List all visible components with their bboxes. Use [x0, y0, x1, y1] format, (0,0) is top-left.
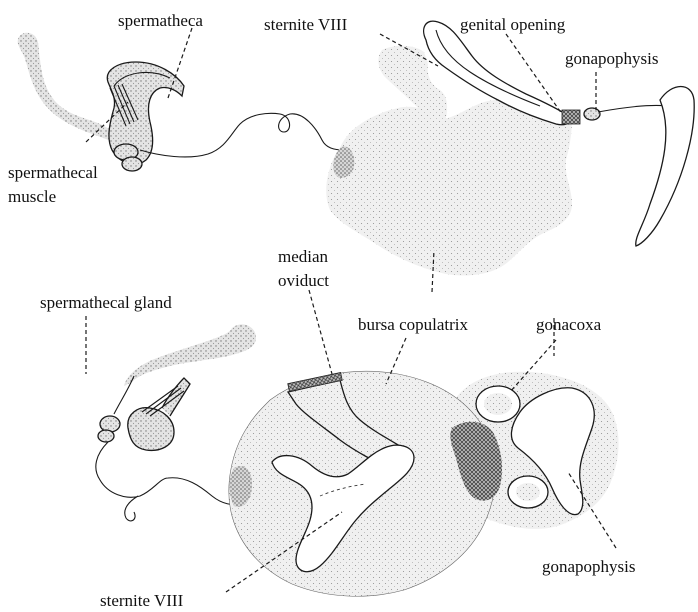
bottom-figure [96, 324, 619, 596]
label-spermathecal-muscle-line1: spermathecal [8, 163, 98, 182]
label-sternite-viii-top: sternite VIII [264, 15, 348, 34]
gonapophysis-top-stalk [598, 105, 668, 112]
label-gonapophysis-top: gonapophysis [565, 49, 659, 68]
spermathecal-duct-bottom [96, 442, 244, 521]
gonapophysis-top-blade [636, 87, 694, 247]
spermathecal-duct-top [140, 113, 344, 157]
label-median-oviduct-line1: median [278, 247, 329, 266]
label-median-oviduct-line2: oviduct [278, 271, 329, 290]
label-spermathecal-gland: spermathecal gland [40, 293, 172, 312]
label-bursa-copulatrix: bursa copulatrix [358, 315, 468, 334]
bursa-copulatrix-top [326, 100, 572, 276]
genital-opening-patch [562, 110, 580, 124]
label-spermatheca: spermatheca [118, 11, 203, 30]
label-sternite-viii-bottom: sternite VIII [100, 591, 184, 610]
spermathecal-gland-bottom-tail [114, 376, 134, 414]
label-gonacoxa: gonacoxa [536, 315, 602, 334]
spermathecal-gland-bottom [124, 324, 256, 386]
label-genital-opening: genital opening [460, 15, 566, 34]
spermatheca-bottom [128, 408, 174, 451]
label-gonapophysis-bottom: gonapophysis [542, 557, 636, 576]
label-spermathecal-muscle-line2: muscle [8, 187, 56, 206]
